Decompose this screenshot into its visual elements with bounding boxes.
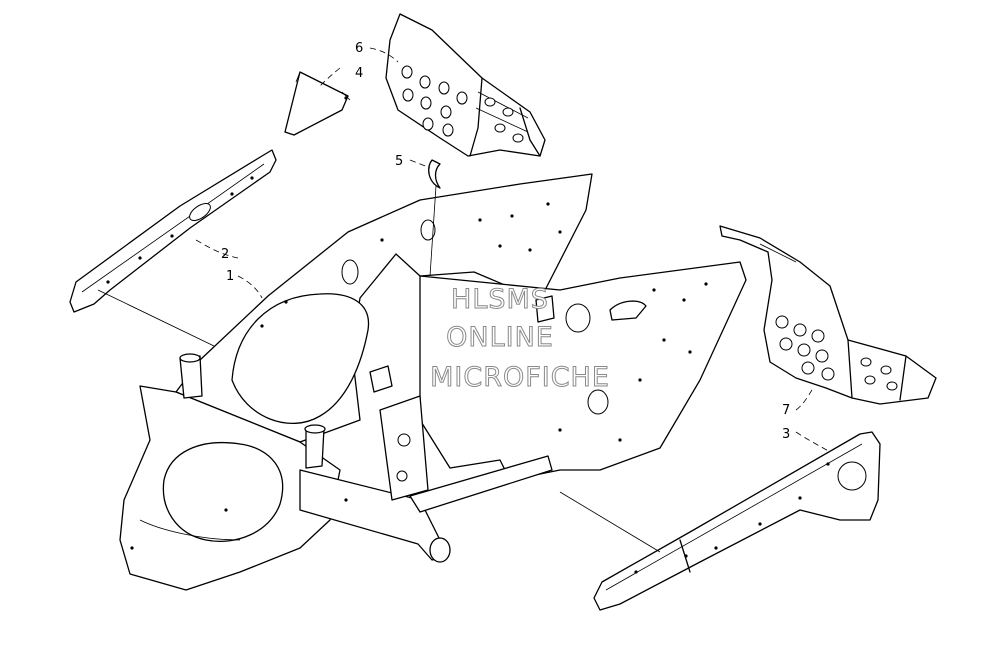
callouts: 1 2 3 4 5 6 7 — [221, 41, 790, 442]
part-2-left-rail — [69, 149, 277, 313]
watermark-line-2: ONLINE — [446, 322, 554, 353]
callout-2: 2 — [221, 247, 229, 262]
callout-4: 4 — [355, 66, 363, 81]
callout-3: 3 — [782, 427, 790, 442]
callout-6: 6 — [355, 41, 363, 56]
watermark-line-3: MICROFICHE — [430, 362, 610, 393]
part-5-clip — [428, 159, 441, 189]
part-6-upper-bracket — [385, 13, 546, 157]
callout-1: 1 — [226, 269, 234, 284]
callout-5: 5 — [395, 154, 403, 169]
part-4-gusset-plate — [284, 71, 351, 136]
leader-lines — [97, 47, 831, 553]
part-1-main-frame — [119, 173, 747, 591]
part-3-lower-rail — [593, 431, 881, 611]
part-7-right-bracket — [719, 225, 937, 405]
callout-7: 7 — [782, 403, 790, 418]
watermark-line-1: HLSMS — [451, 284, 549, 315]
watermark: HLSMS ONLINE MICROFICHE — [430, 284, 610, 394]
